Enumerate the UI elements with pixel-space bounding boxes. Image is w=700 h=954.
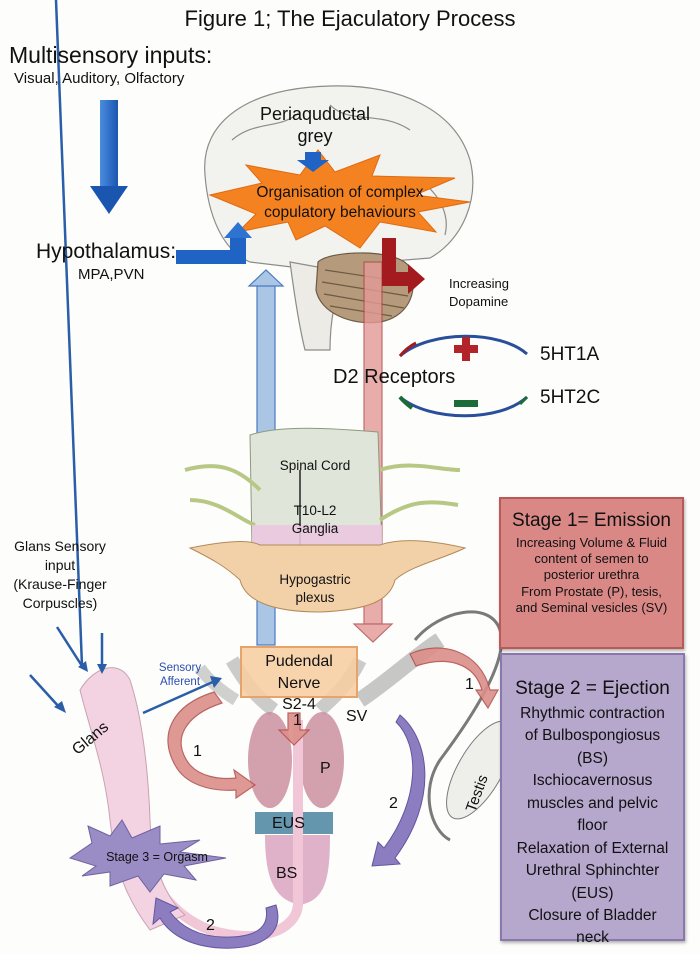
stage1-line: content of semen to xyxy=(534,551,649,566)
stage2-line: Ischiocavernosus xyxy=(532,772,653,790)
minus-sign-icon xyxy=(454,400,478,407)
plus-arc xyxy=(399,334,528,358)
spinal-cord-label: Spinal Cord xyxy=(279,458,351,473)
stage2-line: of Bulbospongiosus xyxy=(524,727,661,745)
stage1-arrow-right xyxy=(409,647,500,710)
step-number: 1 xyxy=(293,712,302,729)
glans-input-line: (Krause-Finger xyxy=(13,576,107,592)
step-number: 2 xyxy=(389,795,398,812)
hypothalamus-label: Hypothalamus: xyxy=(36,240,177,263)
glans-input-line: Corpuscles) xyxy=(22,595,98,611)
stage2-arrow-right xyxy=(371,714,426,867)
stage2-line: Closure of Bladder xyxy=(528,906,657,924)
sensory-afferent-line2: Afferent xyxy=(159,676,201,688)
multisensory-subheading: Visual, Auditory, Olfactory xyxy=(14,70,185,87)
stage1-heading: Stage 1= Emission xyxy=(512,510,671,531)
hypothalamus-nuclei: MPA,PVN xyxy=(78,266,145,283)
burst-text-line2: copulatory behaviours xyxy=(264,204,416,221)
orgasm-burst xyxy=(68,819,227,893)
periaqueductal-label-line1: Periaquductal xyxy=(259,104,371,124)
stage2-line: (BS) xyxy=(577,749,608,767)
glans-sensory-arrows xyxy=(29,0,222,715)
stage2-line: (EUS) xyxy=(571,884,614,902)
d2-receptors-label: D2 Receptors xyxy=(333,366,456,388)
glans-input-line: Glans Sensory xyxy=(14,538,106,554)
step-number: 1 xyxy=(465,676,474,693)
plexus-label-line1: Hypogastric xyxy=(279,572,351,587)
ganglia-label-line1: T10-L2 xyxy=(293,503,337,518)
stage2-line: Rhythmic contraction xyxy=(520,704,665,722)
glans-input-line: input xyxy=(44,557,76,573)
stage1-box: Stage 1= Emission Increasing Volume & Fl… xyxy=(499,497,684,649)
step-number: 1 xyxy=(193,743,202,760)
bs-label: BS xyxy=(276,865,298,882)
stage1-arrow-left xyxy=(167,691,257,800)
stage1-line: From Prostate (P), tesis, xyxy=(521,583,662,599)
figure-title: Figure 1; The Ejaculatory Process xyxy=(184,6,516,31)
ganglia-label-line2: Ganglia xyxy=(291,521,339,536)
5ht2c-label: 5HT2C xyxy=(540,387,601,408)
spinal-cord-sketch xyxy=(184,427,467,613)
stage1-arrows xyxy=(167,647,500,800)
stage1-line: Increasing Volume & Fluid xyxy=(515,534,668,550)
stage2-arrow-bottom xyxy=(152,897,279,949)
dopamine-label-line2: Dopamine xyxy=(449,294,509,309)
minus-arc xyxy=(399,395,529,418)
periaqueductal-label-line2: grey xyxy=(297,126,333,146)
stage2-heading: Stage 2 = Ejection xyxy=(515,678,670,699)
stage2-line: neck xyxy=(576,929,609,947)
pudendal-segments: S2-4 xyxy=(282,696,316,714)
step-number: 2 xyxy=(206,917,215,934)
pudendal-nerve-box: Pudendal Nerve S2-4 xyxy=(240,646,358,713)
stage3-label: Stage 3 = Orgasm xyxy=(106,850,208,864)
5ht1a-label: 5HT1A xyxy=(540,344,600,365)
hypothalamus-to-brain-arrow xyxy=(176,222,252,264)
dopamine-arrow xyxy=(382,238,425,294)
stage1-line: and Seminal vesicles (SV) xyxy=(515,599,668,615)
stage2-arrows xyxy=(152,714,426,949)
plus-sign-icon xyxy=(454,337,478,361)
pudendal-label: Pudendal Nerve xyxy=(265,653,333,692)
stage2-line: Urethral Sphinchter xyxy=(525,862,660,880)
eus-label: EUS xyxy=(272,815,305,832)
stage2-line: floor xyxy=(577,817,608,835)
stage2-line: Relaxation of External xyxy=(516,839,669,857)
sensory-afferent-line1: Sensory xyxy=(158,662,202,674)
stage1-arrow-center xyxy=(277,712,311,746)
plexus-label-line2: plexus xyxy=(295,590,335,605)
prostate-label: P xyxy=(320,760,331,777)
dopamine-label-line1: Increasing xyxy=(449,276,509,291)
input-down-arrow xyxy=(90,100,128,214)
sv-label: SV xyxy=(346,708,368,725)
stage2-line: muscles and pelvic xyxy=(527,794,658,812)
stage1-line: posterior urethra xyxy=(543,567,640,583)
stage2-box: Stage 2 = Ejection Rhythmic contraction … xyxy=(500,653,685,946)
burst-text-line1: Organisation of complex xyxy=(256,184,424,201)
pag-down-arrow xyxy=(297,152,329,172)
multisensory-heading: Multisensory inputs: xyxy=(9,42,213,68)
